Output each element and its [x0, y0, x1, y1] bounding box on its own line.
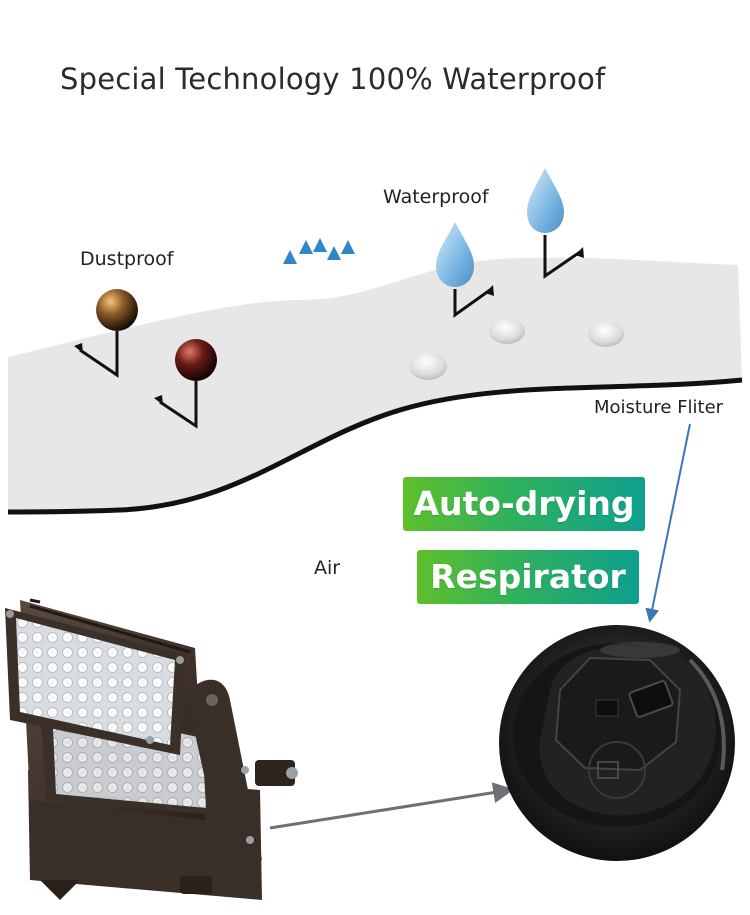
air-arrow-icon — [283, 250, 297, 264]
air-arrows-lower — [288, 450, 350, 552]
dustproof-label: Dustproof — [80, 248, 174, 270]
air-arrow-icon — [341, 240, 355, 254]
fixture-to-valve-pointer — [269, 782, 515, 830]
water-bead — [489, 318, 525, 344]
water-bead — [588, 321, 624, 347]
dust-particle-icon — [74, 289, 138, 378]
waterproof-label: Waterproof — [383, 186, 489, 208]
membrane-sheet — [8, 257, 742, 512]
floodlight-icon — [5, 598, 298, 900]
water-drop-icon — [527, 168, 584, 279]
air-arrow-icon — [327, 246, 341, 260]
moisture-filter-pointer — [645, 423, 691, 623]
breather-valve-icon — [499, 625, 735, 861]
dust-particle-icon — [154, 339, 217, 429]
air-label: Air — [314, 557, 341, 579]
air-arrow-icon — [299, 240, 313, 254]
auto-drying-badge: Auto-drying — [403, 477, 645, 531]
respirator-badge: Respirator — [417, 550, 639, 604]
air-arrow-icon — [313, 238, 327, 252]
water-drop-icon — [436, 222, 494, 318]
water-bead — [409, 352, 447, 380]
air-arrows-upper — [288, 250, 350, 402]
page-title: Special Technology 100% Waterproof — [60, 62, 606, 96]
membrane-bottom-edge — [7, 377, 743, 515]
moisture-filter-label: Moisture Fliter — [594, 397, 724, 418]
air-arrow-heads — [283, 238, 355, 264]
